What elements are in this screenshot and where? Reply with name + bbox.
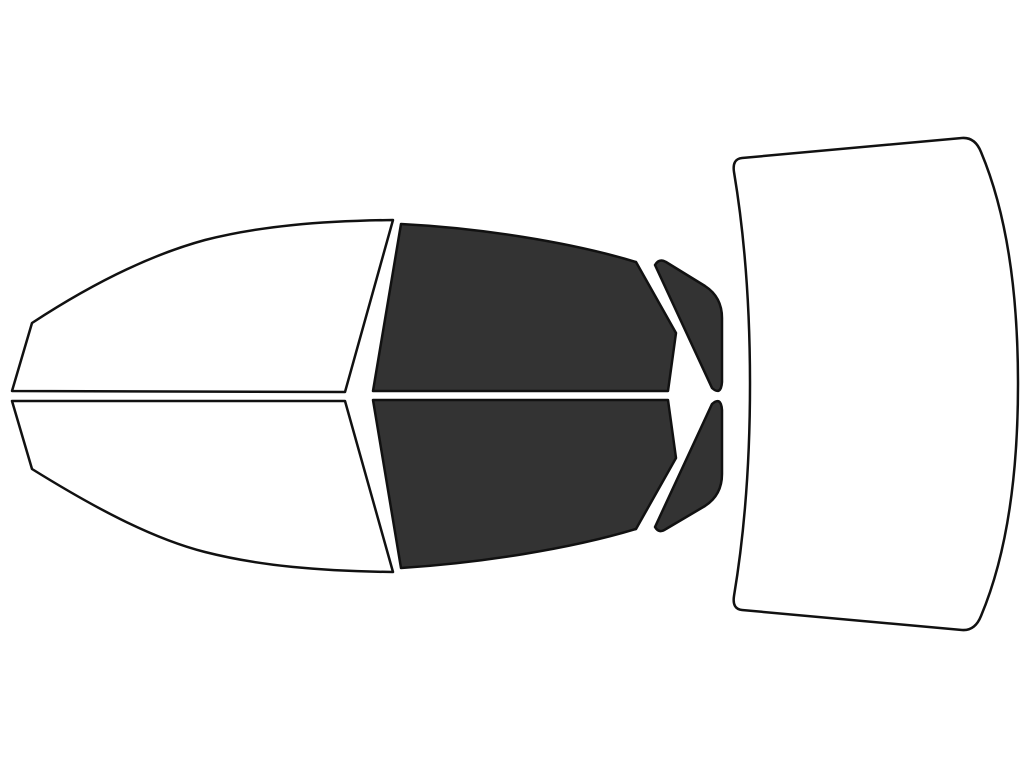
rear-quarter-window-lower-pane[interactable] [653,399,724,533]
rear-windshield-pane[interactable] [732,136,1020,632]
front-windshield-upper-left-pane[interactable] [10,218,395,394]
front-door-window-lower-pane[interactable] [371,398,678,570]
front-windshield-lower-left-pane[interactable] [10,399,395,574]
front-door-window-upper-pane[interactable] [371,222,678,393]
rear-quarter-window-upper-pane[interactable] [653,259,724,393]
